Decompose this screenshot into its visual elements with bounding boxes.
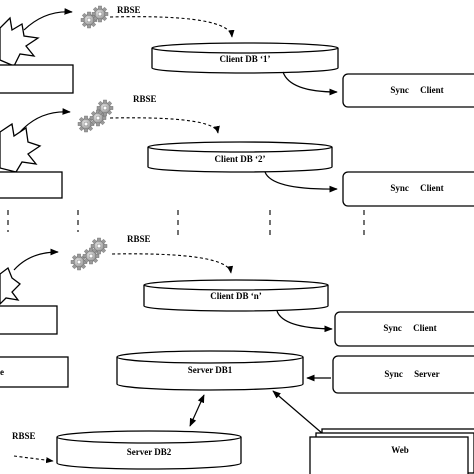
sync-client-box-2 — [342, 171, 474, 207]
gear-icon — [80, 5, 109, 29]
client-db-2 — [147, 141, 333, 173]
explosion-burst-icon — [0, 122, 42, 173]
server-db2-label: Server DB2 — [127, 447, 172, 457]
sync-client-box-n — [334, 311, 474, 347]
web-label: Web — [391, 445, 409, 455]
client-db-label: Client DB ‘n’ — [210, 291, 262, 301]
client-group-1: RBSE Client DB ‘1’ Sync Client — [0, 5, 474, 108]
client-group-n: RBSE Client DB ‘n’ Sync Client — [0, 234, 474, 347]
server-db1-label: Server DB1 — [188, 365, 233, 375]
client-db-label: Client DB ‘1’ — [220, 54, 271, 64]
left-partial-box — [0, 356, 69, 388]
left-partial-label: e — [0, 367, 4, 377]
server-db1 — [116, 350, 304, 391]
explosion-burst-icon — [0, 16, 40, 67]
rbse-server-label: RBSE — [12, 431, 36, 441]
sync-server-label: Sync Server — [384, 369, 439, 379]
client-group-2: RBSE Client DB ‘2’ Sync Client — [0, 94, 474, 207]
web-clients-stack — [309, 428, 474, 474]
client-app-box-1 — [0, 64, 74, 94]
explosion-burst-icon — [0, 266, 21, 305]
sync-client-box-1 — [342, 73, 474, 108]
sync-client-label: Sync Client — [390, 183, 443, 193]
client-db-label: Client DB ‘2’ — [215, 154, 266, 164]
rbse-label: RBSE — [127, 234, 151, 244]
rbse-label: RBSE — [117, 5, 141, 15]
rbse-label: RBSE — [133, 94, 157, 104]
gear-icon — [77, 99, 114, 133]
sync-client-label: Sync Client — [390, 85, 443, 95]
client-app-box-2 — [0, 171, 63, 199]
continuation-markers — [7, 210, 365, 240]
gear-icon — [70, 237, 108, 271]
sync-server-box — [332, 355, 474, 394]
client-db-1 — [151, 42, 339, 74]
client-app-box-n — [0, 305, 58, 335]
client-db-n — [143, 279, 329, 312]
server-db2 — [56, 430, 242, 470]
sync-client-label: Sync Client — [383, 323, 436, 333]
